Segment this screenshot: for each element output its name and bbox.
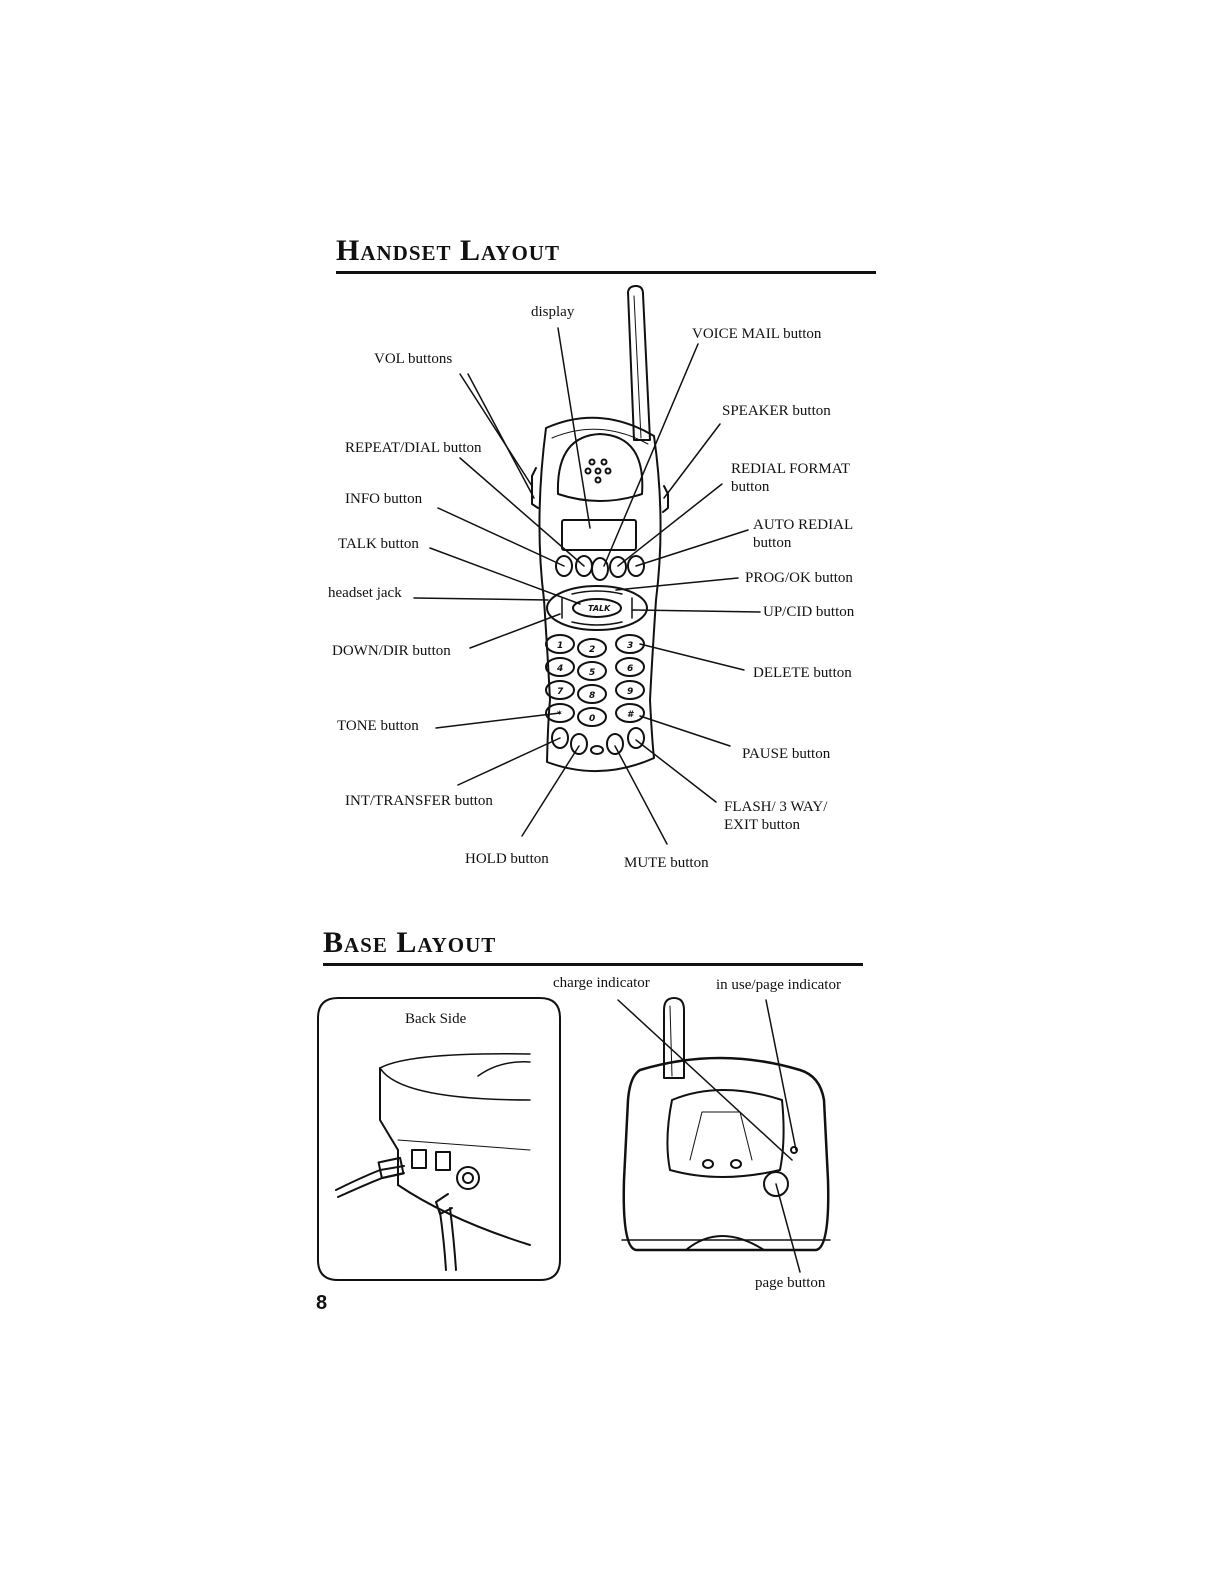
base-callouts: [617, 999, 801, 1273]
keypad-key-#: #: [627, 710, 635, 720]
label-auto-redial-1: AUTO REDIAL: [753, 517, 854, 533]
speaker-hole: [604, 467, 612, 475]
label-headset-jack: headset jack: [328, 585, 402, 601]
auto-redial-key: [627, 555, 645, 577]
key: [545, 634, 575, 654]
base-body: [622, 1056, 830, 1252]
key: [577, 684, 607, 704]
microphone: [590, 745, 604, 755]
earpiece: [556, 433, 644, 502]
in-use-indicator-led: [790, 1146, 798, 1154]
power-plug: [435, 1193, 453, 1215]
label-display: display: [531, 304, 575, 320]
key: [577, 707, 607, 727]
label-int-transfer: INT/TRANSFER button: [345, 793, 493, 809]
talk-key: [572, 598, 622, 618]
handset-drawing: [531, 285, 669, 773]
keypad-key-2: 2: [589, 645, 595, 655]
key: [545, 657, 575, 677]
label-repeat-dial: REPEAT/DIAL button: [345, 440, 482, 456]
keypad-key-1: 1: [557, 641, 563, 651]
hold-key: [570, 733, 588, 755]
label-back-side: Back Side: [405, 1011, 467, 1027]
line-jack: [411, 1149, 427, 1169]
mute-key: [606, 733, 624, 755]
label-talk: TALK button: [338, 536, 419, 552]
label-info: INFO button: [345, 491, 423, 507]
key: [615, 634, 645, 654]
cradle-antenna: [663, 997, 685, 1079]
handset-antenna: [627, 285, 651, 441]
key: [545, 680, 575, 700]
label-speaker: SPEAKER button: [722, 403, 831, 419]
label-tone: TONE button: [337, 718, 419, 734]
label-redial-format-2: button: [731, 479, 770, 495]
label-delete: DELETE button: [753, 665, 852, 681]
keypad-key-*: *: [557, 710, 562, 720]
keypad-key-6: 6: [627, 664, 633, 674]
label-flash-1: FLASH/ 3 WAY/: [724, 799, 828, 815]
keypad-key-5: 5: [589, 668, 595, 678]
base-layout-heading: Base Layout: [323, 926, 497, 959]
info-key: [555, 555, 573, 577]
charge-contact: [702, 1159, 714, 1169]
voice-mail-key: [591, 557, 609, 581]
label-up-cid: UP/CID button: [763, 604, 855, 620]
base-heading-rule: [323, 963, 863, 966]
label-vol: VOL buttons: [374, 351, 453, 367]
page-button-drawing: [763, 1171, 789, 1197]
key: [615, 680, 645, 700]
line-jack: [435, 1151, 451, 1171]
key: [615, 703, 645, 723]
handset-display: [561, 519, 637, 551]
power-jack: [456, 1166, 480, 1190]
label-page-button: page button: [755, 1275, 826, 1291]
key: [577, 661, 607, 681]
keypad-key-0: 0: [589, 714, 595, 724]
keypad-key-4: 4: [556, 664, 563, 674]
phone-plug: [377, 1156, 405, 1180]
charge-contact: [730, 1159, 742, 1169]
speaker-hole: [594, 476, 602, 484]
speaker-hole: [588, 458, 596, 466]
label-redial-format-1: REDIAL FORMAT: [731, 461, 851, 477]
vol-side-keys: [531, 467, 539, 509]
key: [545, 703, 575, 723]
label-prog-ok: PROG/OK button: [745, 570, 853, 586]
page-number: 8: [316, 1292, 328, 1314]
handset-callouts: [413, 327, 761, 845]
label-charge-indicator: charge indicator: [553, 975, 650, 991]
nav-ring: [546, 585, 648, 631]
base-front-drawing: [621, 997, 831, 1252]
int-transfer-key: [551, 727, 569, 749]
label-pause: PAUSE button: [742, 746, 831, 762]
speaker-hole: [584, 467, 592, 475]
cradle-well: [666, 1089, 785, 1178]
key: [615, 657, 645, 677]
label-auto-redial-2: button: [753, 535, 792, 551]
redial-format-key: [609, 556, 627, 578]
label-down-dir: DOWN/DIR button: [332, 643, 451, 659]
label-hold: HOLD button: [465, 851, 549, 867]
label-in-use-page: in use/page indicator: [716, 977, 841, 993]
back-side-panel: [317, 997, 561, 1281]
keypad-key-3: 3: [627, 641, 633, 651]
speaker-hole: [594, 467, 602, 475]
keypad-key-9: 9: [627, 687, 633, 697]
speaker-hole: [600, 458, 608, 466]
handset-heading-rule: [336, 271, 876, 274]
handset-layout-heading: Handset Layout: [336, 234, 560, 267]
handset-body: [538, 416, 662, 773]
keypad-key-8: 8: [589, 691, 595, 701]
talk-key-label: TALK: [588, 604, 611, 613]
side-jack: [662, 485, 669, 513]
flash-key: [627, 727, 645, 749]
key: [577, 638, 607, 658]
keypad-key-7: 7: [557, 687, 564, 697]
label-voice-mail: VOICE MAIL button: [692, 326, 822, 342]
label-mute: MUTE button: [624, 855, 709, 871]
label-flash-2: EXIT button: [724, 817, 800, 833]
